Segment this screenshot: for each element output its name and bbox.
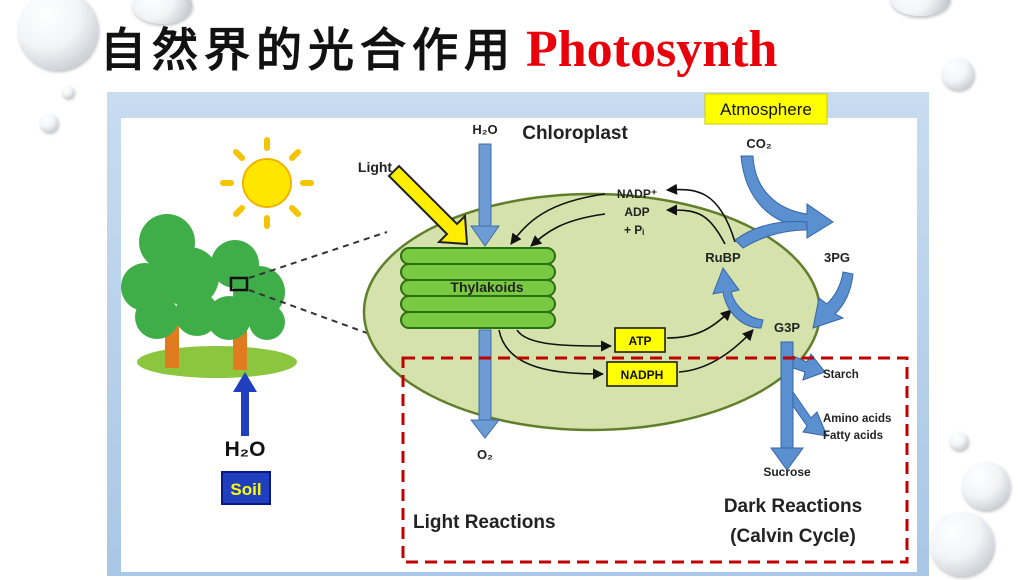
light-reactions-label: Light Reactions xyxy=(413,512,556,533)
water-oxygen-arrow xyxy=(469,143,501,439)
g3p-label: G3P xyxy=(774,320,800,335)
soil-h2o-label: H₂O xyxy=(225,438,266,461)
o2-label: O₂ xyxy=(477,447,493,462)
h2o-input-label: H₂O xyxy=(472,122,497,137)
pi-label: + Pᵢ xyxy=(624,223,644,237)
calvin-cycle-label: (Calvin Cycle) xyxy=(730,526,856,547)
water-drop-decoration xyxy=(930,512,994,576)
rubp-label: RuBP xyxy=(705,250,741,265)
soil-box xyxy=(221,471,271,505)
dark-reactions-label: Dark Reactions xyxy=(724,496,862,517)
water-drop-decoration xyxy=(950,432,968,450)
water-drop-decoration xyxy=(18,0,98,70)
co2-label: CO₂ xyxy=(746,136,772,151)
atp-box xyxy=(614,327,666,353)
adp-label: ADP xyxy=(624,205,649,219)
calvin-cycle-arrows xyxy=(712,155,854,329)
co2-fixation-arrow xyxy=(740,155,834,239)
atp-to-cycle-arrow xyxy=(666,309,732,339)
tree-icon xyxy=(121,214,297,378)
zoom-line xyxy=(248,231,388,279)
sun-icon xyxy=(220,137,314,229)
sucrose-label: Sucrose xyxy=(763,465,811,479)
amino-acids-label: Amino acids xyxy=(823,413,891,425)
water-drop-decoration xyxy=(62,86,74,98)
water-drop-decoration xyxy=(890,0,950,16)
starch-label: Starch xyxy=(823,369,859,381)
water-drop-decoration xyxy=(962,462,1010,510)
soil-water-arrow xyxy=(233,372,257,436)
nadph-box xyxy=(606,361,678,387)
rubp-to-3pg-arrow xyxy=(734,221,808,249)
light-label: Light xyxy=(358,159,393,175)
thylakoid-to-atp-arrow xyxy=(516,329,613,352)
photosynthesis-diagram: H₂O Soil Chloroplast Atmosphere CO₂ H₂O … xyxy=(107,92,929,576)
amino-fatty-arrow xyxy=(792,390,828,437)
soil-label: Soil xyxy=(230,480,261,499)
starch-arrow xyxy=(792,353,826,381)
water-drop-decoration xyxy=(942,58,974,90)
atp-label: ATP xyxy=(628,334,651,348)
adp-to-thylakoid-arrow xyxy=(530,213,606,247)
zoom-line xyxy=(248,289,398,345)
nadph-label: NADPH xyxy=(621,368,664,382)
light-arrow xyxy=(387,164,469,246)
chloroplast-label: Chloroplast xyxy=(522,123,628,144)
fatty-acids-label: Fatty acids xyxy=(823,430,883,442)
thylakoid-stack xyxy=(400,247,556,329)
dark-reactions-region xyxy=(401,356,909,564)
regen-arrow-adp xyxy=(665,204,726,245)
nadp-label: NADP⁺ xyxy=(617,187,657,201)
regen-arrow-nadp xyxy=(665,183,736,243)
3pg-label: 3PG xyxy=(824,250,850,265)
water-drop-decoration xyxy=(40,114,58,132)
g3p-to-rubp-arrow xyxy=(712,266,764,329)
3pg-to-g3p-arrow xyxy=(812,271,854,329)
atmosphere-box xyxy=(704,93,828,125)
thylakoid-to-nadph-arrow xyxy=(498,329,605,380)
nadp-to-thylakoid-arrow xyxy=(510,193,606,245)
title-english: Photosynth xyxy=(526,21,778,78)
atmosphere-label: Atmosphere xyxy=(720,100,812,119)
product-arrows xyxy=(770,341,828,471)
leaf-zoom-box xyxy=(229,276,249,292)
title-chinese: 自然界的光合作用 xyxy=(100,23,516,77)
thylakoids-label: Thylakoids xyxy=(450,279,523,295)
